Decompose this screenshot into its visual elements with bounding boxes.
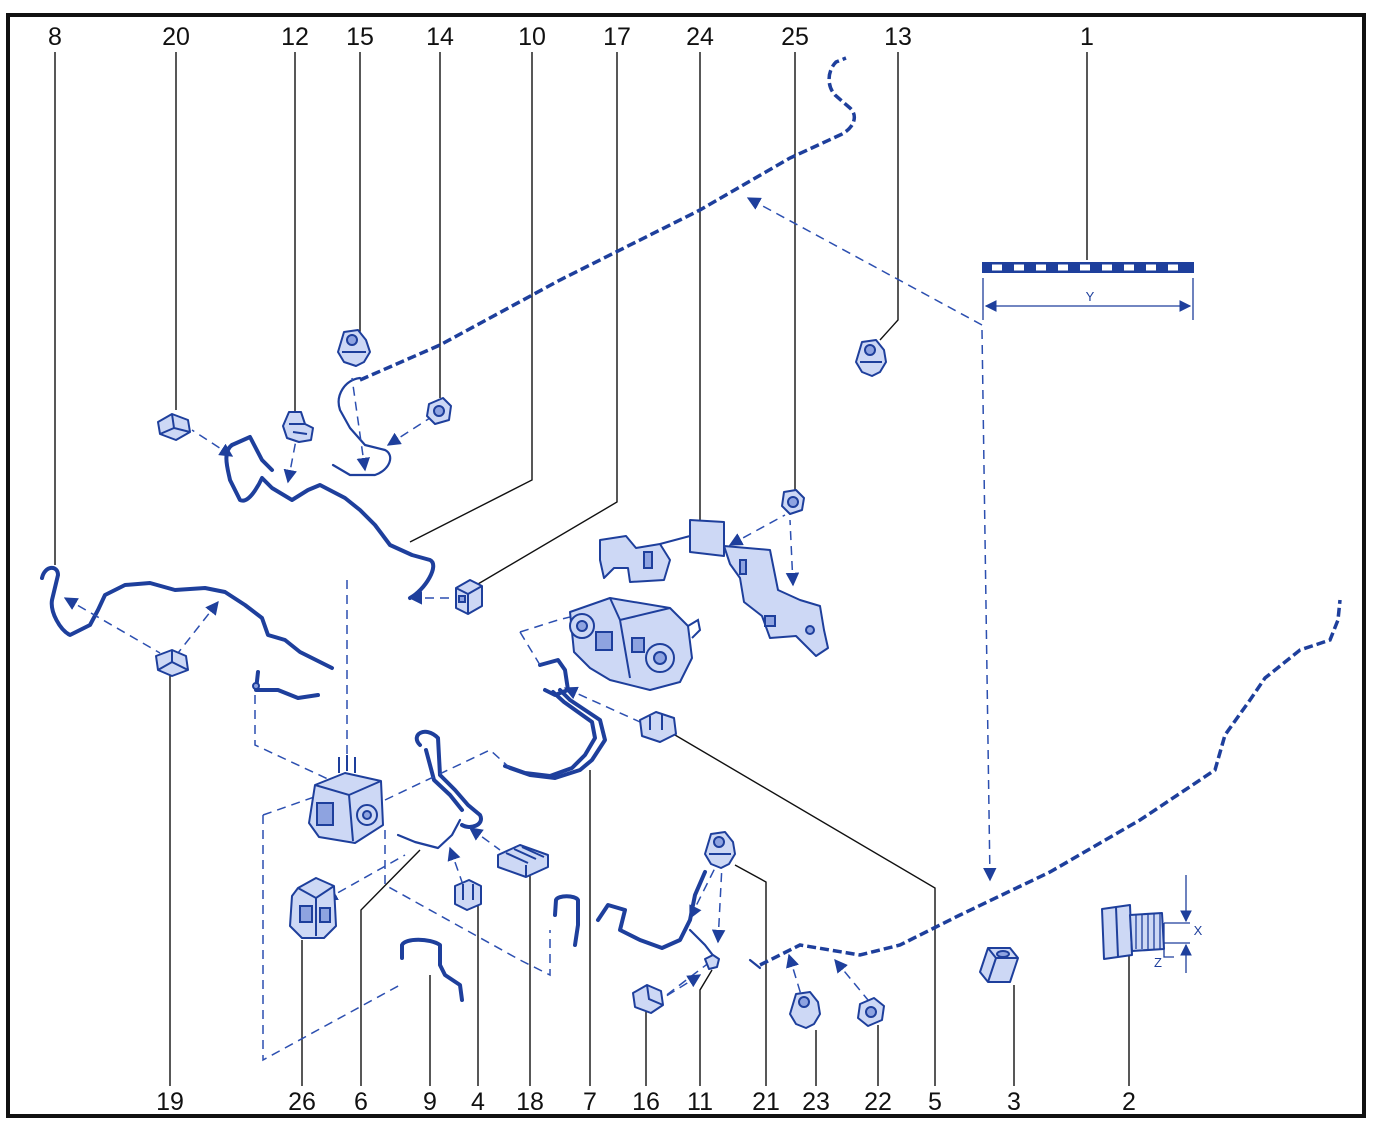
part-12-clip [282, 411, 314, 443]
label-15: 15 [346, 23, 374, 51]
label-25: 25 [781, 23, 809, 51]
part-3-union [979, 947, 1019, 983]
label-26: 26 [288, 1088, 316, 1116]
label-24: 24 [686, 23, 714, 51]
label-18: 18 [516, 1088, 544, 1116]
pipe-9 [400, 937, 464, 1002]
label-3: 3 [1007, 1088, 1021, 1116]
pipe-10 [224, 435, 436, 600]
dimension-z: Z [1154, 955, 1162, 970]
pipe-bottom-centre [553, 870, 762, 970]
part-4-clip [454, 879, 482, 911]
part-17-clip [455, 579, 483, 615]
label-4: 4 [471, 1088, 485, 1116]
pipe-7 [503, 658, 607, 780]
label-17: 17 [603, 23, 631, 51]
label-12: 12 [281, 23, 309, 51]
part-21-clip [704, 831, 736, 869]
pipe-8 [40, 565, 334, 700]
part-18-clip [497, 844, 549, 878]
rear-pipe-lower [759, 329, 1342, 967]
part-24-bracket [599, 519, 829, 657]
part-20-clip [157, 413, 191, 441]
part-1-scale: Y [982, 262, 1194, 320]
label-10: 10 [518, 23, 546, 51]
label-2: 2 [1122, 1088, 1136, 1116]
dimension-x: X [1194, 923, 1203, 938]
label-19: 19 [156, 1088, 184, 1116]
pipe-6 [396, 729, 483, 850]
bottom-labels: 19 26 6 9 4 18 7 16 11 21 23 22 5 3 2 [156, 1088, 1136, 1116]
label-8: 8 [48, 23, 62, 51]
part-2-fitting: X Z [1101, 875, 1203, 973]
label-16: 16 [632, 1088, 660, 1116]
label-9: 9 [423, 1088, 437, 1116]
label-22: 22 [864, 1088, 892, 1116]
part-14-clip [426, 397, 452, 425]
assembly-dashes [63, 377, 869, 1062]
part-19-clip [155, 649, 189, 677]
label-23: 23 [802, 1088, 830, 1116]
label-1: 1 [1080, 23, 1094, 51]
label-13: 13 [884, 23, 912, 51]
part-11-union [704, 954, 720, 970]
label-11: 11 [687, 1088, 713, 1116]
part-23-clip [789, 991, 821, 1029]
leader-lines [54, 52, 1130, 1086]
label-14: 14 [426, 23, 454, 51]
part-5-clip [639, 711, 677, 743]
part-13-clip [855, 339, 887, 377]
label-20: 20 [162, 23, 190, 51]
label-21: 21 [752, 1088, 780, 1116]
dimension-y: Y [1086, 289, 1095, 304]
abs-hydraulic-unit [308, 755, 384, 844]
diagram-frame [6, 13, 1366, 1118]
top-labels: 8 20 12 15 14 10 17 24 25 13 1 [48, 23, 1094, 51]
label-7: 7 [583, 1088, 597, 1116]
part-22-clip [857, 997, 885, 1027]
label-5: 5 [928, 1088, 942, 1116]
part-16-clip [632, 984, 664, 1014]
part-26-valve [289, 877, 337, 939]
part-15-clip [337, 329, 371, 367]
pipe-small-upper [331, 376, 392, 477]
master-cylinder-servo [569, 597, 702, 691]
rear-pipe-upper [359, 56, 983, 382]
part-25-nut [781, 489, 805, 515]
label-6: 6 [354, 1088, 368, 1116]
